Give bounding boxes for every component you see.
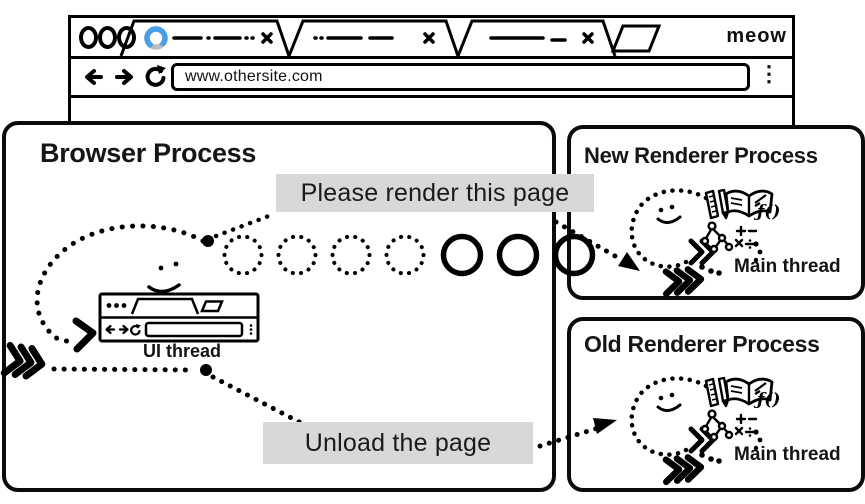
url-field: www.othersite.com [171, 63, 750, 91]
spinner-icon [144, 26, 168, 50]
menu-kebab-icon: ⋮ [758, 61, 780, 86]
brand-label: meow [726, 25, 787, 47]
main-thread-label-new: Main thread [734, 256, 841, 277]
message-please-render: Please render this page [276, 174, 594, 212]
close-icon [582, 32, 594, 44]
tabs-artwork [119, 19, 662, 56]
tab-background-1 [287, 19, 460, 56]
tab-title-scribble [489, 36, 567, 42]
nav-buttons-artwork [85, 65, 166, 87]
tab-loading [119, 19, 291, 56]
main-thread-label-old: Main thread [734, 444, 841, 465]
traffic-light-icon [98, 26, 117, 49]
new-tab-icon [610, 24, 662, 53]
message-unload-page: Unload the page [263, 422, 533, 464]
tab-background-2 [456, 19, 617, 56]
forward-icon [115, 69, 133, 85]
reload-icon [145, 65, 166, 87]
js-function-icon: ƒ() [757, 202, 781, 222]
close-icon [261, 32, 273, 44]
tab-bar: meow [71, 18, 792, 59]
browser-process-title: Browser Process [40, 138, 257, 168]
close-icon [423, 32, 435, 44]
illustrated-browser-window: meow www.othersite.com ⋮ [68, 15, 795, 125]
nav-bar: www.othersite.com ⋮ [71, 59, 792, 98]
traffic-light-icon [79, 26, 98, 49]
js-function-icon: ƒ() [757, 390, 781, 410]
back-icon [85, 69, 103, 85]
old-renderer-title: Old Renderer Process [584, 331, 820, 357]
new-renderer-title: New Renderer Process [584, 143, 818, 168]
ui-thread-label: UI thread [142, 341, 221, 361]
